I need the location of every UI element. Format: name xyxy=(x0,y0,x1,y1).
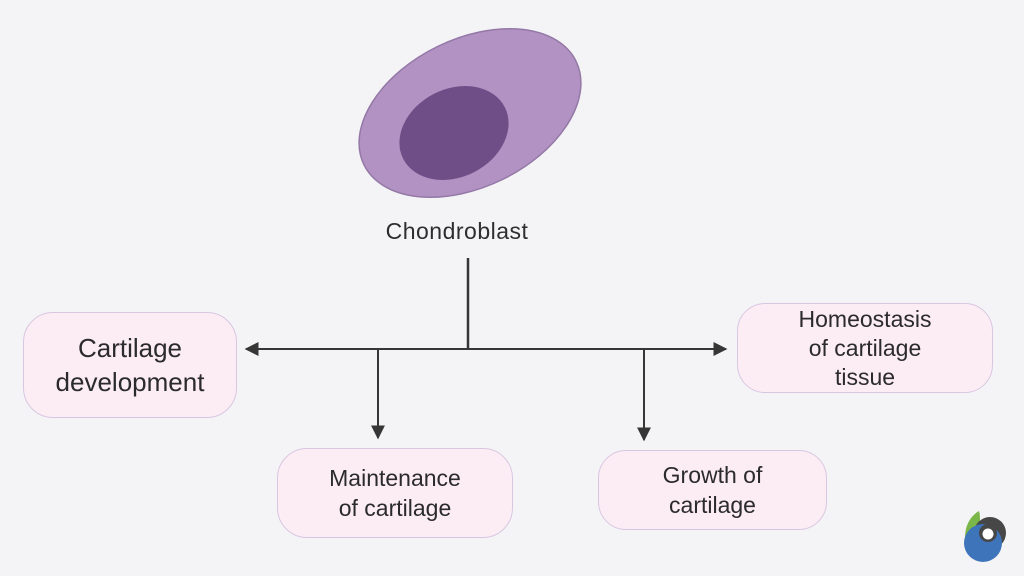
node-homeostasis-of-cartilage-tissue: Homeostasis of cartilage tissue xyxy=(737,303,993,393)
cell-nucleus xyxy=(399,86,509,180)
node-maintenance-label: Maintenance of cartilage xyxy=(329,465,461,521)
node-growth-label: Growth of cartilage xyxy=(662,462,763,518)
node-maintenance-of-cartilage: Maintenance of cartilage xyxy=(277,448,513,538)
brand-logo-icon xyxy=(964,511,1006,562)
node-cartilage-development-label: Cartilage development xyxy=(55,333,205,397)
chondroblast-cell-illustration xyxy=(358,27,582,199)
cell-label: Chondroblast xyxy=(385,218,529,244)
logo-white-counter xyxy=(982,528,994,540)
node-growth-of-cartilage: Growth of cartilage xyxy=(598,450,827,530)
node-homeostasis-label: Homeostasis of cartilage tissue xyxy=(798,305,932,390)
node-cartilage-development: Cartilage development xyxy=(23,312,237,418)
